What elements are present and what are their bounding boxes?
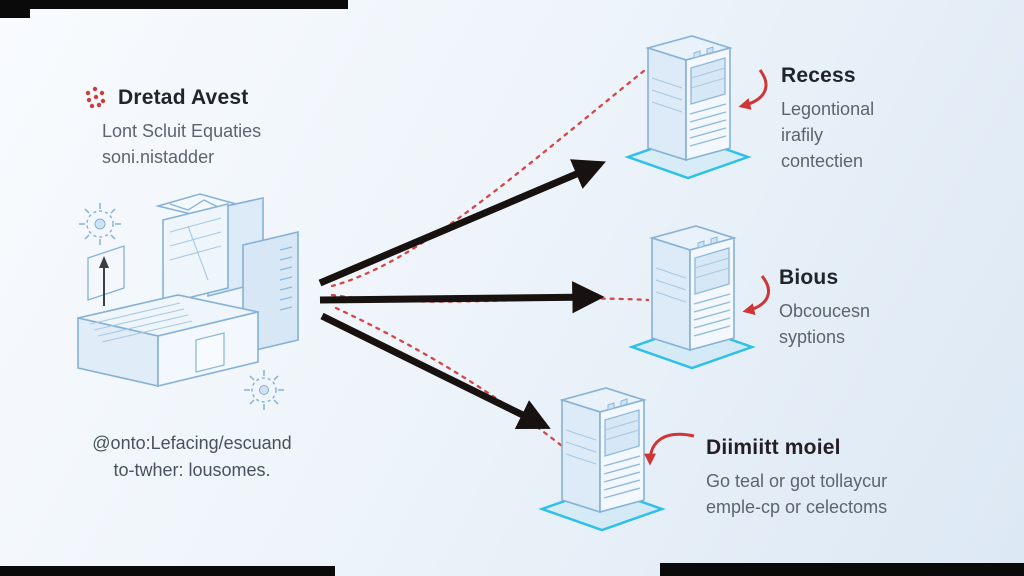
printer-icon xyxy=(77,294,259,388)
server-icon-top xyxy=(626,34,750,180)
node-bottom-desc-2: emple-cp or celectoms xyxy=(706,497,888,517)
bottom-left-letterbox-bar xyxy=(0,566,335,576)
top-left-corner-bar xyxy=(0,0,30,18)
left-caption-line-1: @onto:Lefacing/escuand xyxy=(92,433,292,453)
node-top-title: Recess xyxy=(781,64,856,87)
red-dashed-path-top xyxy=(330,60,657,288)
left-block-title: Dretad Avest xyxy=(118,86,249,109)
gear-icon xyxy=(79,203,121,245)
node-top-desc-3: contectien xyxy=(781,151,864,171)
red-curved-arrow-middle xyxy=(742,275,770,315)
node-top-desc-2: irafily xyxy=(781,125,824,145)
node-middle-desc-1: Obcoucesn xyxy=(779,301,871,321)
node-middle-title: Bious xyxy=(779,266,839,289)
gear-icon xyxy=(244,370,284,410)
bottom-right-letterbox-bar xyxy=(660,563,1024,576)
left-caption: @onto:Lefacing/escuand to-twher: lousome… xyxy=(62,430,322,484)
red-curved-arrow-top xyxy=(738,69,768,110)
up-arrow-icon xyxy=(99,256,109,268)
node-bottom-desc-1: Go teal or got tollaycur xyxy=(706,471,888,491)
left-block-subtitle-2: soni.nistadder xyxy=(102,147,215,167)
arrow-to-top-server xyxy=(318,159,606,287)
red-curved-arrow-bottom xyxy=(644,432,695,466)
node-top-desc-1: Legontional xyxy=(781,99,875,119)
red-dots-burst-icon xyxy=(85,86,106,109)
node-bottom-title: Diimiitt moiel xyxy=(706,436,841,459)
printer-panel xyxy=(195,332,225,373)
left-block-subtitle-1: Lont Scluit Equaties xyxy=(102,121,262,141)
top-letterbox-bar xyxy=(0,0,348,9)
node-middle-desc-2: syptions xyxy=(779,327,846,347)
arrow-to-bottom-server xyxy=(320,312,551,430)
workstation-cluster-illustration xyxy=(77,193,299,410)
monitor-icon xyxy=(162,202,229,306)
arrow-to-middle-server xyxy=(319,281,605,314)
server-icon-middle xyxy=(630,224,754,370)
left-caption-line-2: to-twher: lousomes. xyxy=(113,460,271,480)
server-icon-bottom xyxy=(540,386,664,532)
